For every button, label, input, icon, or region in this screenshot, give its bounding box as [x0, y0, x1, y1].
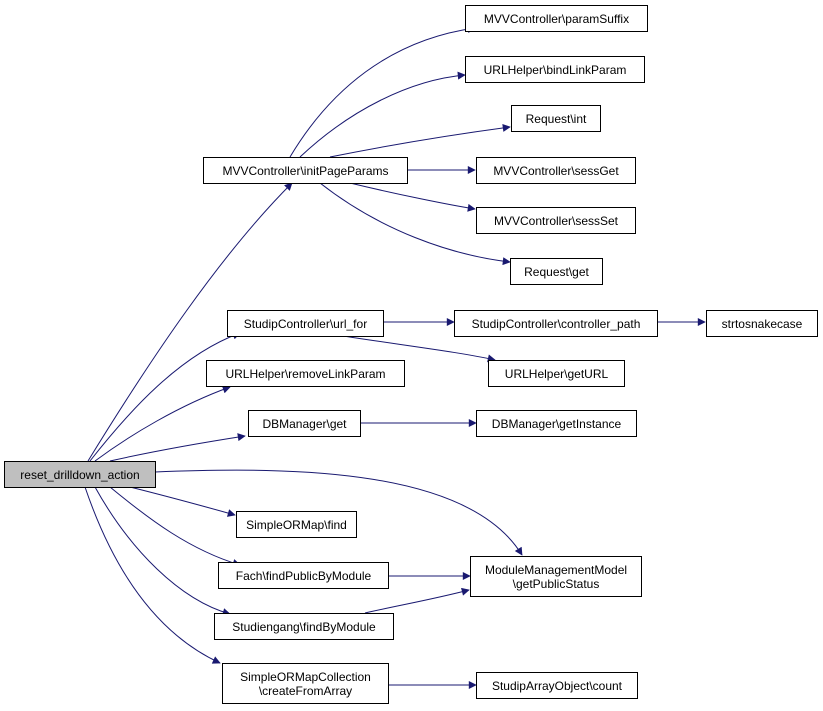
node-studiparrayobject-count[interactable]: StudipArrayObject\count [476, 672, 638, 699]
node-mvvcontroller-initpageparams[interactable]: MVVController\initPageParams [203, 157, 408, 184]
edge-initPageParams-to-bindLinkParam [299, 71, 466, 158]
node-urlhelper-bindlinkparam[interactable]: URLHelper\bindLinkParam [465, 56, 645, 83]
edge-root-to-getPublicStatus [154, 469, 523, 556]
node-studipcontroller-controller-path[interactable]: StudipController\controller_path [454, 310, 658, 337]
node-simpleormapcollection-createfromarray[interactable]: SimpleORMapCollection \createFromArray [222, 663, 389, 704]
edge-initPageParams-to-paramSuffix [289, 25, 476, 158]
node-mvvcontroller-sessset[interactable]: MVVController\sessSet [476, 207, 636, 234]
edge-root-to-createFromArray [84, 486, 221, 664]
node-mvvcontroller-sessget[interactable]: MVVController\sessGet [476, 157, 636, 184]
node-dbmanager-getinstance[interactable]: DBManager\getInstance [476, 410, 637, 437]
node-mvvcontroller-paramsuffix[interactable]: MVVController\paramSuffix [465, 5, 648, 32]
node-urlhelper-removelinkparam[interactable]: URLHelper\removeLinkParam [206, 360, 405, 387]
edge-url_for-to-getURL [329, 333, 496, 363]
node-request-int[interactable]: Request\int [511, 105, 601, 132]
edge-initPageParams-to-sessSet [349, 182, 476, 212]
node-urlhelper-geturl[interactable]: URLHelper\getURL [488, 360, 625, 387]
edge-initPageParams-to-request_get [319, 182, 511, 266]
node-studiengang-findbymodule[interactable]: Studiengang\findByModule [214, 613, 394, 640]
node-dbmanager-get[interactable]: DBManager\get [248, 410, 361, 437]
node-request-get[interactable]: Request\get [510, 258, 603, 285]
edge-root-to-removeLinkParam [94, 385, 231, 462]
node-studipcontroller-url-for[interactable]: StudipController\url_for [227, 310, 384, 337]
edge-root-to-url_for [89, 331, 241, 462]
edge-root-to-findByModule [94, 486, 231, 616]
edge-findByModule-to-getPublicStatus [364, 587, 470, 614]
edge-root-to-db_get [109, 433, 246, 462]
node-reset-drilldown-action: reset_drilldown_action [4, 461, 156, 488]
edge-root-to-initPageParams [87, 182, 293, 462]
edge-root-to-findPublicByModule [109, 486, 241, 567]
node-strtosnakecase[interactable]: strtosnakecase [706, 310, 818, 337]
edge-root-to-find [129, 486, 236, 517]
node-fach-findpublicbymodule[interactable]: Fach\findPublicByModule [218, 562, 389, 589]
node-simpleormap-find[interactable]: SimpleORMap\find [236, 511, 357, 538]
node-modulemanagementmodel-getpublicstatus[interactable]: ModuleManagementModel \getPublicStatus [470, 556, 642, 597]
edge-initPageParams-to-request_int [329, 123, 511, 158]
